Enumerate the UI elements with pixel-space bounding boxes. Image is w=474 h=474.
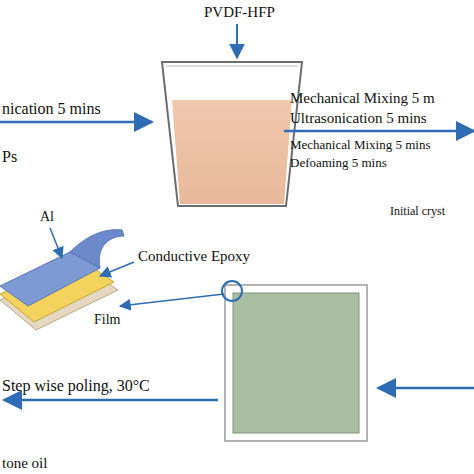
- step-label: Initial cryst: [390, 205, 445, 218]
- part-label: Al: [40, 209, 54, 224]
- process-arrow: [378, 387, 474, 390]
- leader-arrow: [50, 228, 62, 258]
- ingredient-label: Ps: [2, 148, 17, 166]
- leader-arrow: [120, 294, 224, 306]
- film-sample: [222, 281, 367, 441]
- step-label: Defoaming 5 mins: [290, 156, 387, 170]
- part-label: Film: [94, 312, 120, 327]
- process-arrow: [4, 399, 218, 402]
- process-arrow: [0, 121, 152, 124]
- step-label: nication 5 mins: [2, 100, 101, 118]
- process-arrow: [284, 130, 474, 133]
- film-stack: [0, 230, 124, 330]
- note-label: tone oil: [2, 455, 47, 472]
- step-label: Step wise poling, 30°C: [2, 377, 150, 395]
- ingredient-label: PVDF-HFP: [204, 4, 275, 21]
- feed-arrow: [236, 24, 238, 58]
- part-label: Conductive Epoxy: [138, 248, 250, 265]
- beaker: [162, 62, 302, 206]
- leader-arrow: [100, 262, 134, 276]
- step-label: Mechanical Mixing 5 m: [290, 90, 435, 107]
- step-label: Mechanical Mixing 5 mins: [290, 138, 430, 152]
- step-label: Ultrasonication 5 mins: [290, 110, 427, 127]
